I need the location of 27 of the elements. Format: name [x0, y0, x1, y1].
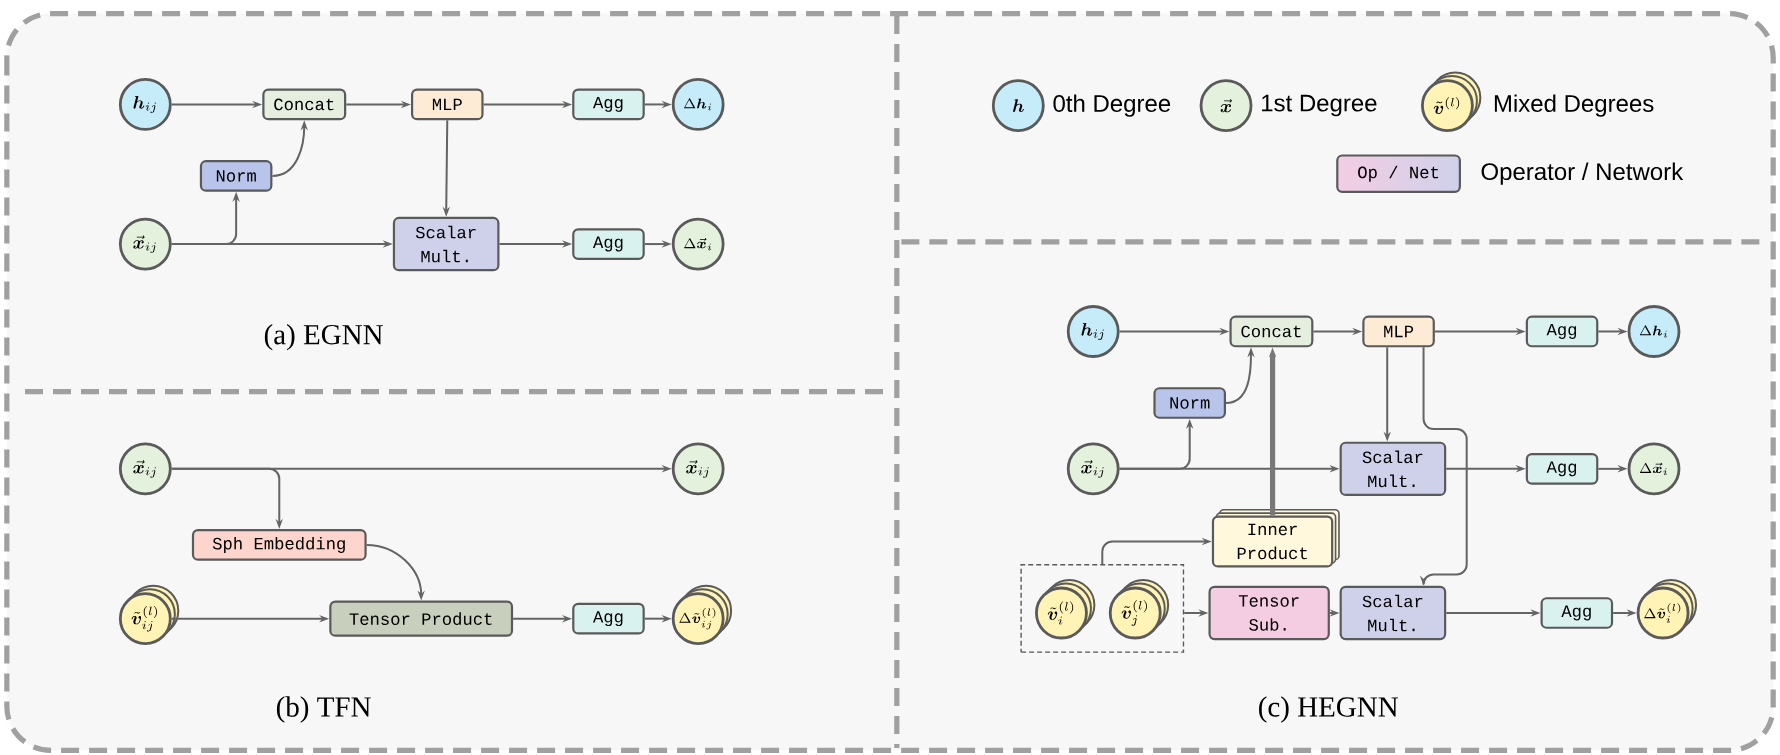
operator-box: Scalar Mult. [1339, 441, 1447, 497]
stacked-operator-box: Inner Product [1211, 508, 1340, 568]
operator-box: Tensor Sub. [1208, 585, 1330, 641]
operator-box: MLP [1362, 315, 1435, 348]
operator-box: Agg [1525, 453, 1599, 485]
operator-box: Scalar Mult. [1339, 585, 1447, 641]
legend-text: Mixed Degrees [1494, 94, 1654, 117]
dashed-group-box [1020, 564, 1185, 653]
operator-box: Norm [199, 160, 273, 192]
operator-box: Tensor Product [329, 600, 514, 637]
legend-text: 1st Degree [1262, 94, 1377, 117]
operator-box: Agg [572, 228, 645, 260]
operator-box: MLP [411, 88, 484, 121]
legend-text: 0th Degree [1053, 94, 1171, 117]
operator-box: Scalar Mult. [392, 216, 500, 272]
panel-caption: (a) EGNN [264, 324, 383, 351]
operator-box: Norm [1153, 387, 1226, 419]
operator-box: Agg [1540, 597, 1614, 629]
operator-box: Agg [572, 602, 645, 635]
operator-box: Concat [262, 88, 347, 121]
panel-caption: (c) HEGNN [1259, 696, 1398, 723]
operator-box: Agg [1525, 315, 1599, 348]
operator-box: Sph Embedding [191, 529, 367, 561]
operator-box: Concat [1229, 315, 1314, 348]
panel-caption: (b) TFN [276, 696, 371, 723]
legend-text: Operator / Network [1481, 162, 1684, 185]
operator-box: Agg [572, 88, 645, 121]
